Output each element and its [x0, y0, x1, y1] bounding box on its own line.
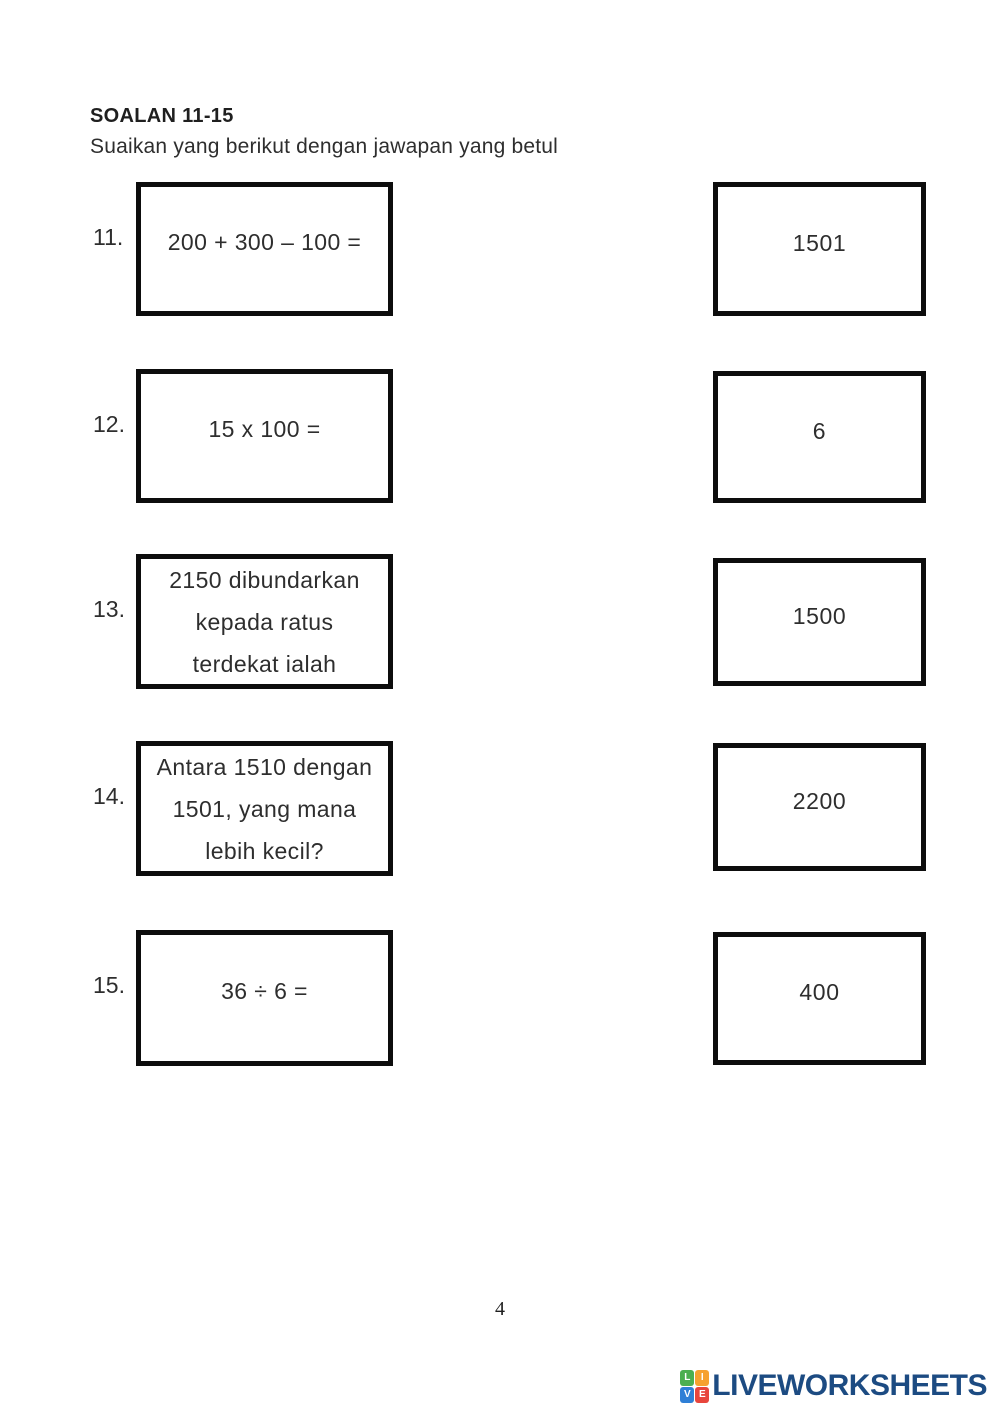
question-number-14: 14.	[93, 783, 125, 809]
answer-box-13[interactable]: 1500	[713, 558, 926, 686]
answer-text-12: 6	[812, 417, 827, 444]
answer-box-14[interactable]: 2200	[713, 743, 926, 871]
question-text-15: 36 ÷ 6 =	[221, 977, 308, 1004]
answer-box-15[interactable]: 400	[713, 932, 926, 1065]
question-box-13[interactable]: 2150 dibundarkan kepada ratus terdekat i…	[136, 554, 393, 689]
answer-box-11[interactable]: 1501	[713, 182, 926, 316]
logo-tile-i: I	[695, 1370, 710, 1386]
answer-text-14: 2200	[792, 787, 847, 814]
liveworksheets-tiles-icon: L I V E	[680, 1370, 710, 1403]
question-box-15[interactable]: 36 ÷ 6 =	[136, 930, 393, 1066]
logo-tile-v: V	[680, 1387, 695, 1403]
section-header: SOALAN 11-15 Suaikan yang berikut dengan…	[90, 105, 558, 159]
question-box-12[interactable]: 15 x 100 =	[136, 369, 393, 503]
logo-tile-e: E	[695, 1387, 710, 1403]
question-number-12: 12.	[93, 411, 125, 437]
section-instructions: Suaikan yang berikut dengan jawapan yang…	[90, 135, 559, 158]
answer-text-13: 1500	[792, 602, 847, 629]
question-number-11: 11.	[93, 224, 124, 250]
liveworksheets-logo[interactable]: L I V E LIVEWORKSHEETS	[680, 1368, 987, 1403]
question-box-14[interactable]: Antara 1510 dengan 1501, yang mana lebih…	[136, 741, 393, 876]
answer-text-15: 400	[799, 979, 840, 1005]
section-title: SOALAN 11-15	[90, 105, 234, 127]
question-number-13: 13.	[93, 596, 125, 622]
question-text-13: 2150 dibundarkan kepada ratus terdekat i…	[169, 566, 360, 677]
answer-box-12[interactable]: 6	[713, 371, 926, 503]
question-text-11: 200 + 300 – 100 =	[167, 228, 362, 255]
question-text-12: 15 x 100 =	[208, 415, 321, 442]
logo-tile-l: L	[680, 1370, 695, 1386]
question-number-15: 15.	[93, 972, 125, 998]
answer-text-11: 1501	[792, 229, 847, 256]
question-text-14: Antara 1510 dengan 1501, yang mana lebih…	[156, 753, 373, 864]
page-number: 4	[495, 1298, 505, 1320]
question-box-11[interactable]: 200 + 300 – 100 =	[136, 182, 393, 316]
liveworksheets-wordmark: LIVEWORKSHEETS	[712, 1368, 987, 1402]
